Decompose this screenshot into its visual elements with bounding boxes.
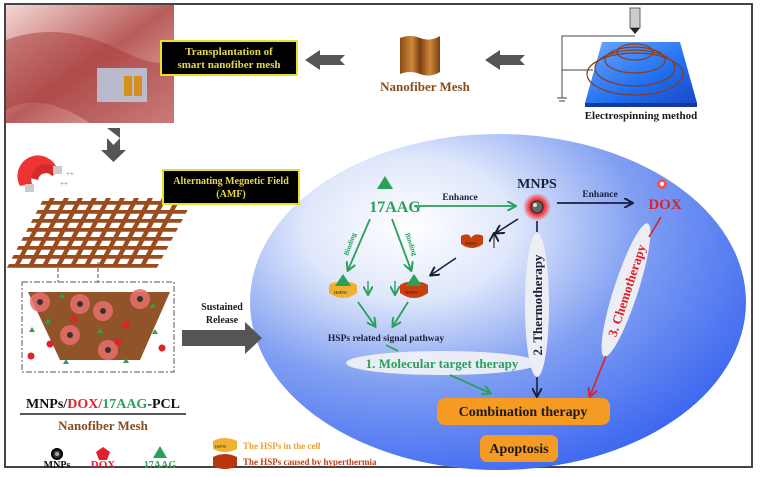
mesh-fiber-horizontal xyxy=(30,219,183,223)
svg-text:++: ++ xyxy=(60,180,68,188)
dox-dot xyxy=(70,315,78,323)
mesh-fiber-horizontal xyxy=(11,255,164,259)
aag-dot xyxy=(63,359,69,364)
tissue-image xyxy=(6,5,175,123)
svg-text:HSP90: HSP90 xyxy=(334,290,348,295)
cell-ellipse xyxy=(250,134,746,470)
hsp-cell-legend-icon: HSP90 xyxy=(213,438,237,452)
dox-dot xyxy=(27,352,35,360)
aag-triangle-icon xyxy=(377,176,393,189)
dox-dot xyxy=(122,321,130,329)
mnp-core xyxy=(77,301,83,307)
mnps-label: MNPS xyxy=(517,177,557,192)
arrow-down xyxy=(101,128,126,162)
dox-legend-label: DOX xyxy=(91,459,116,471)
transplant-line-2: smart nanofiber mesh xyxy=(177,59,281,71)
composite-title: MNPs/DOX/17AAG-PCL xyxy=(26,397,180,412)
svg-text:++: ++ xyxy=(66,170,74,178)
mesh-fiber-horizontal xyxy=(21,237,174,241)
svg-text:HSP90: HSP90 xyxy=(465,241,476,246)
thermotherapy-pill xyxy=(525,233,549,377)
amf-callout: Alternating Megnetic Field (AMF) xyxy=(162,169,300,205)
dox-legend-icon xyxy=(96,447,110,460)
aag-dot xyxy=(59,293,65,298)
dox-dot xyxy=(114,338,122,346)
chemotherapy-pill xyxy=(601,223,651,357)
binding-arrow-2 xyxy=(391,218,411,270)
svg-text:HSP90: HSP90 xyxy=(405,290,419,295)
release-label: Release xyxy=(206,315,239,326)
molecular-therapy-label: 1. Molecular target therapy xyxy=(366,356,519,371)
transplant-line-1: Transplantation of xyxy=(185,46,273,58)
hsp90-bound-cell: HSP90 xyxy=(329,274,357,298)
mnp-core xyxy=(100,308,106,314)
mnps-legend-label: MNPs xyxy=(44,460,71,471)
svg-text:HSP90: HSP90 xyxy=(215,444,226,449)
sustained-release-arrow xyxy=(182,322,262,354)
mesh-fiber-horizontal xyxy=(40,201,193,205)
mesh-fiber-horizontal xyxy=(35,210,188,214)
nanofiber-mesh-label: Nanofiber Mesh xyxy=(380,79,470,94)
mesh-lattice xyxy=(6,198,193,268)
hsp-hyperthermia-legend-icon xyxy=(213,454,237,469)
binding-arrow-1 xyxy=(348,218,371,270)
aag-dot xyxy=(45,318,51,323)
mnp-core xyxy=(67,332,73,338)
magnet-icon: ++ ++ xyxy=(17,155,74,192)
amf-line-1: Alternating Megnetic Field xyxy=(173,176,289,187)
enhance-label-1: Enhance xyxy=(442,193,477,203)
arrow-to-transplant xyxy=(305,50,345,70)
mnp-core xyxy=(37,299,43,305)
hsp90-hyperthermia-icon: HSP90 xyxy=(461,234,483,248)
composite-fibers xyxy=(27,289,170,364)
dox-dot xyxy=(158,344,166,352)
sustained-label: Sustained xyxy=(201,302,243,313)
mnp-core xyxy=(105,347,111,353)
arrow-to-mesh xyxy=(485,50,525,70)
combination-therapy-box xyxy=(437,398,610,425)
thermotherapy-label: 2. Thermotherapy xyxy=(530,254,545,355)
aag-dot xyxy=(29,327,35,332)
aag-label: 17AAG xyxy=(369,199,421,216)
molecular-therapy-pill xyxy=(346,351,538,375)
aag-dot xyxy=(123,358,129,363)
combination-therapy-label: Combination therapy xyxy=(459,405,588,420)
aag-legend-label: 17AAG xyxy=(144,460,176,471)
aag-legend-icon xyxy=(153,446,167,458)
aag-dot xyxy=(97,328,103,333)
aag-dot xyxy=(150,303,156,308)
mesh-fiber-horizontal xyxy=(16,246,169,250)
dox-dot xyxy=(46,340,54,348)
dox-label: DOX xyxy=(648,197,682,213)
composite-subtitle: Nanofiber Mesh xyxy=(58,418,148,433)
mesh-fiber-horizontal xyxy=(6,264,159,268)
mesh-fiber-horizontal xyxy=(26,228,179,232)
amf-line-2: (AMF) xyxy=(216,189,246,200)
aag-dot xyxy=(152,329,158,334)
hsp-pathway-label: HSPs related signal pathway xyxy=(328,334,444,344)
electrospinning-label: Electrospinning method xyxy=(585,110,698,122)
mnp-core xyxy=(137,296,143,302)
hsps-cell-legend-label: The HSPs in the cell xyxy=(243,441,321,451)
electrospinning-apparatus xyxy=(557,7,697,107)
apoptosis-label: Apoptosis xyxy=(489,442,549,457)
enhance-label-2: Enhance xyxy=(582,190,617,200)
nanofiber-mesh-icon xyxy=(400,36,440,76)
hsps-hyperthermia-legend-label: The HSPs caused by hyperthermia xyxy=(243,457,377,467)
apoptosis-box xyxy=(480,435,558,462)
hsp90-bound-hyperthermia: HSP90 xyxy=(400,274,428,298)
transplant-callout: Transplantation of smart nanofiber mesh xyxy=(160,40,298,76)
